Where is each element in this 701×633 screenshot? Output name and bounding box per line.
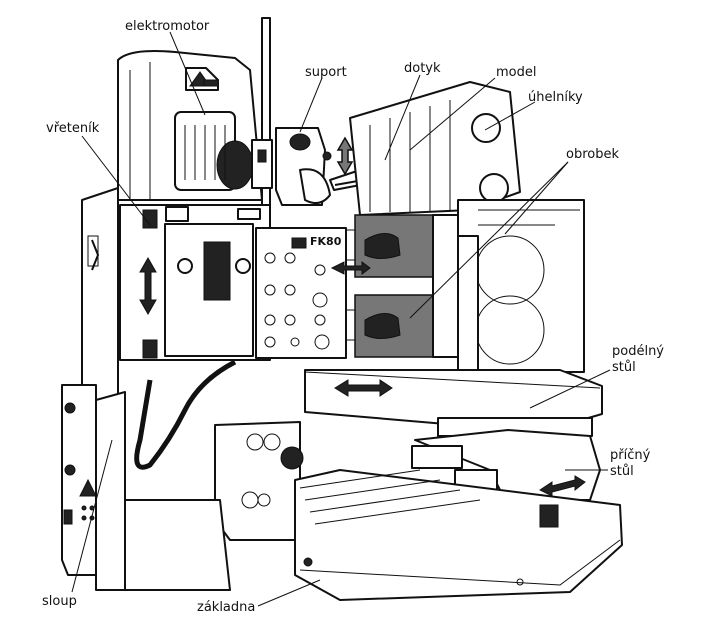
label-zakladna: základna [197, 600, 255, 615]
headstock-arrow-icon [139, 256, 157, 316]
label-vretenik: vřeteník [46, 121, 100, 136]
control-panel: FK80 [255, 227, 347, 359]
label-elektromotor: elektromotor [125, 19, 210, 34]
vertical-arrow-icon [336, 136, 354, 176]
cross-arrow-icon [539, 475, 586, 497]
label-uhelniky: úhelníky [528, 90, 583, 105]
support-carriage [251, 127, 332, 206]
label-podelny-line2: stůl [612, 360, 636, 375]
panel-brand: FK80 [310, 235, 342, 248]
label-obrobek: obrobek [566, 147, 619, 162]
labels: elektromotor suport dotyk model úhelníky… [42, 19, 664, 615]
label-podelny-line1: podélný [612, 344, 664, 359]
table-arrow-icon [334, 379, 393, 397]
column-base [61, 384, 231, 591]
longitudinal-table [304, 369, 603, 437]
base [294, 469, 623, 601]
label-pricny-line1: příčný [610, 448, 651, 463]
warning-triangle-icon [185, 67, 219, 91]
label-model: model [496, 65, 536, 80]
label-pricny-line2: stůl [610, 464, 634, 479]
base-warning-icon [79, 478, 97, 497]
feed-arrow-icon [330, 261, 371, 275]
label-suport: suport [305, 65, 347, 80]
workpiece [345, 214, 459, 358]
headstock [119, 204, 271, 361]
front-control-box [214, 421, 304, 541]
label-sloup: sloup [42, 594, 77, 609]
leader-lines [71, 31, 611, 607]
electric-motor [174, 111, 254, 191]
machine-drawing: FK80 [61, 17, 623, 601]
coolant-hose [134, 359, 237, 470]
label-dotyk: dotyk [404, 61, 441, 76]
